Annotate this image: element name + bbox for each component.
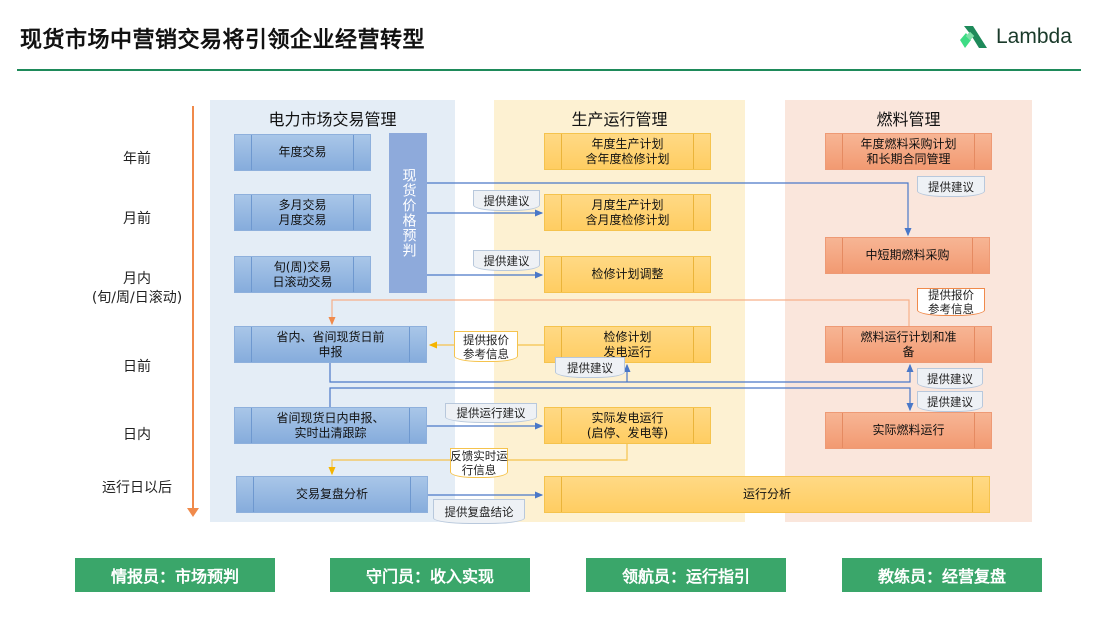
arrow-fuel-to-dayahead bbox=[328, 299, 910, 326]
role-badge-navigator: 领航员：运行指引 bbox=[586, 558, 786, 592]
title-divider bbox=[17, 69, 1081, 71]
box-annual-production-plan: 年度生产计划 含年度检修计划 bbox=[544, 133, 711, 170]
note-advice: 提供建议 bbox=[917, 391, 983, 412]
box-intraday-bidding: 省间现货日内申报、 实时出清跟踪 bbox=[234, 407, 427, 444]
note-run-advice: 提供运行建议 bbox=[445, 403, 537, 423]
box-fuel-run-plan: 燃料运行计划和准 备 bbox=[825, 326, 992, 363]
box-annual-trading: 年度交易 bbox=[234, 134, 371, 171]
timeline-arrowhead bbox=[187, 508, 199, 517]
role-badge-intelligence: 情报员：市场预判 bbox=[75, 558, 275, 592]
arrow-dayahead-to-production-fuel bbox=[329, 363, 914, 383]
note-advice: 提供建议 bbox=[917, 176, 985, 197]
arrow-forecast-to-fuel-purchase bbox=[427, 182, 912, 237]
row-label-intramonth-sub: (旬/周/日滚动) bbox=[91, 290, 183, 306]
note-price-reference: 提供报价 参考信息 bbox=[917, 288, 985, 316]
row-label-intraday: 日内 bbox=[123, 427, 151, 443]
row-label-dayahead: 日前 bbox=[123, 359, 151, 375]
panel-market-title: 电力市场交易管理 bbox=[268, 110, 397, 129]
box-monthly-trading: 多月交易 月度交易 bbox=[234, 194, 371, 231]
logo: Lambda bbox=[958, 24, 1072, 50]
note-advice: 提供建议 bbox=[555, 357, 625, 378]
note-feedback: 反馈实时运 行信息 bbox=[450, 448, 508, 478]
note-advice: 提供建议 bbox=[473, 250, 540, 271]
note-price-reference: 提供报价 参考信息 bbox=[454, 331, 518, 362]
lambda-logo-icon bbox=[960, 26, 987, 48]
box-short-term-fuel-purchase: 中短期燃料采购 bbox=[825, 237, 990, 274]
arrow-intraday-to-fuel-run bbox=[329, 387, 914, 412]
panel-production: 生产运行管理 bbox=[494, 100, 745, 522]
note-advice: 提供建议 bbox=[473, 190, 540, 211]
row-label-postday: 运行日以后 bbox=[102, 480, 172, 496]
box-annual-fuel-plan: 年度燃料采购计划 和长期合同管理 bbox=[825, 133, 992, 170]
role-badge-coach: 教练员：经营复盘 bbox=[842, 558, 1042, 592]
panel-production-title: 生产运行管理 bbox=[571, 110, 668, 129]
logo-text: Lambda bbox=[996, 25, 1072, 48]
box-trade-review: 交易复盘分析 bbox=[236, 476, 428, 513]
row-label-month: 月前 bbox=[123, 211, 151, 227]
box-operation-analysis: 运行分析 bbox=[544, 476, 990, 513]
note-review-conclusion: 提供复盘结论 bbox=[433, 499, 525, 524]
page-title: 现货市场中营销交易将引领企业经营转型 bbox=[20, 28, 426, 53]
role-badge-gatekeeper: 守门员：收入实现 bbox=[330, 558, 530, 592]
note-advice: 提供建议 bbox=[917, 368, 983, 389]
box-weekly-trading: 旬(周)交易 日滚动交易 bbox=[234, 256, 371, 293]
box-spot-price-forecast: 现货价格预判 bbox=[389, 133, 427, 293]
panel-fuel-title: 燃料管理 bbox=[876, 110, 941, 129]
timeline-line bbox=[192, 106, 194, 514]
row-label-intramonth: 月内 bbox=[123, 271, 151, 287]
row-label-year: 年前 bbox=[123, 151, 151, 167]
box-actual-generation: 实际发电运行 (启停、发电等) bbox=[544, 407, 711, 444]
box-monthly-production-plan: 月度生产计划 含月度检修计划 bbox=[544, 194, 711, 231]
box-actual-fuel-run: 实际燃料运行 bbox=[825, 412, 992, 449]
box-dayahead-bidding: 省内、省间现货日前 申报 bbox=[234, 326, 427, 363]
box-maintenance-adjust: 检修计划调整 bbox=[544, 256, 711, 293]
